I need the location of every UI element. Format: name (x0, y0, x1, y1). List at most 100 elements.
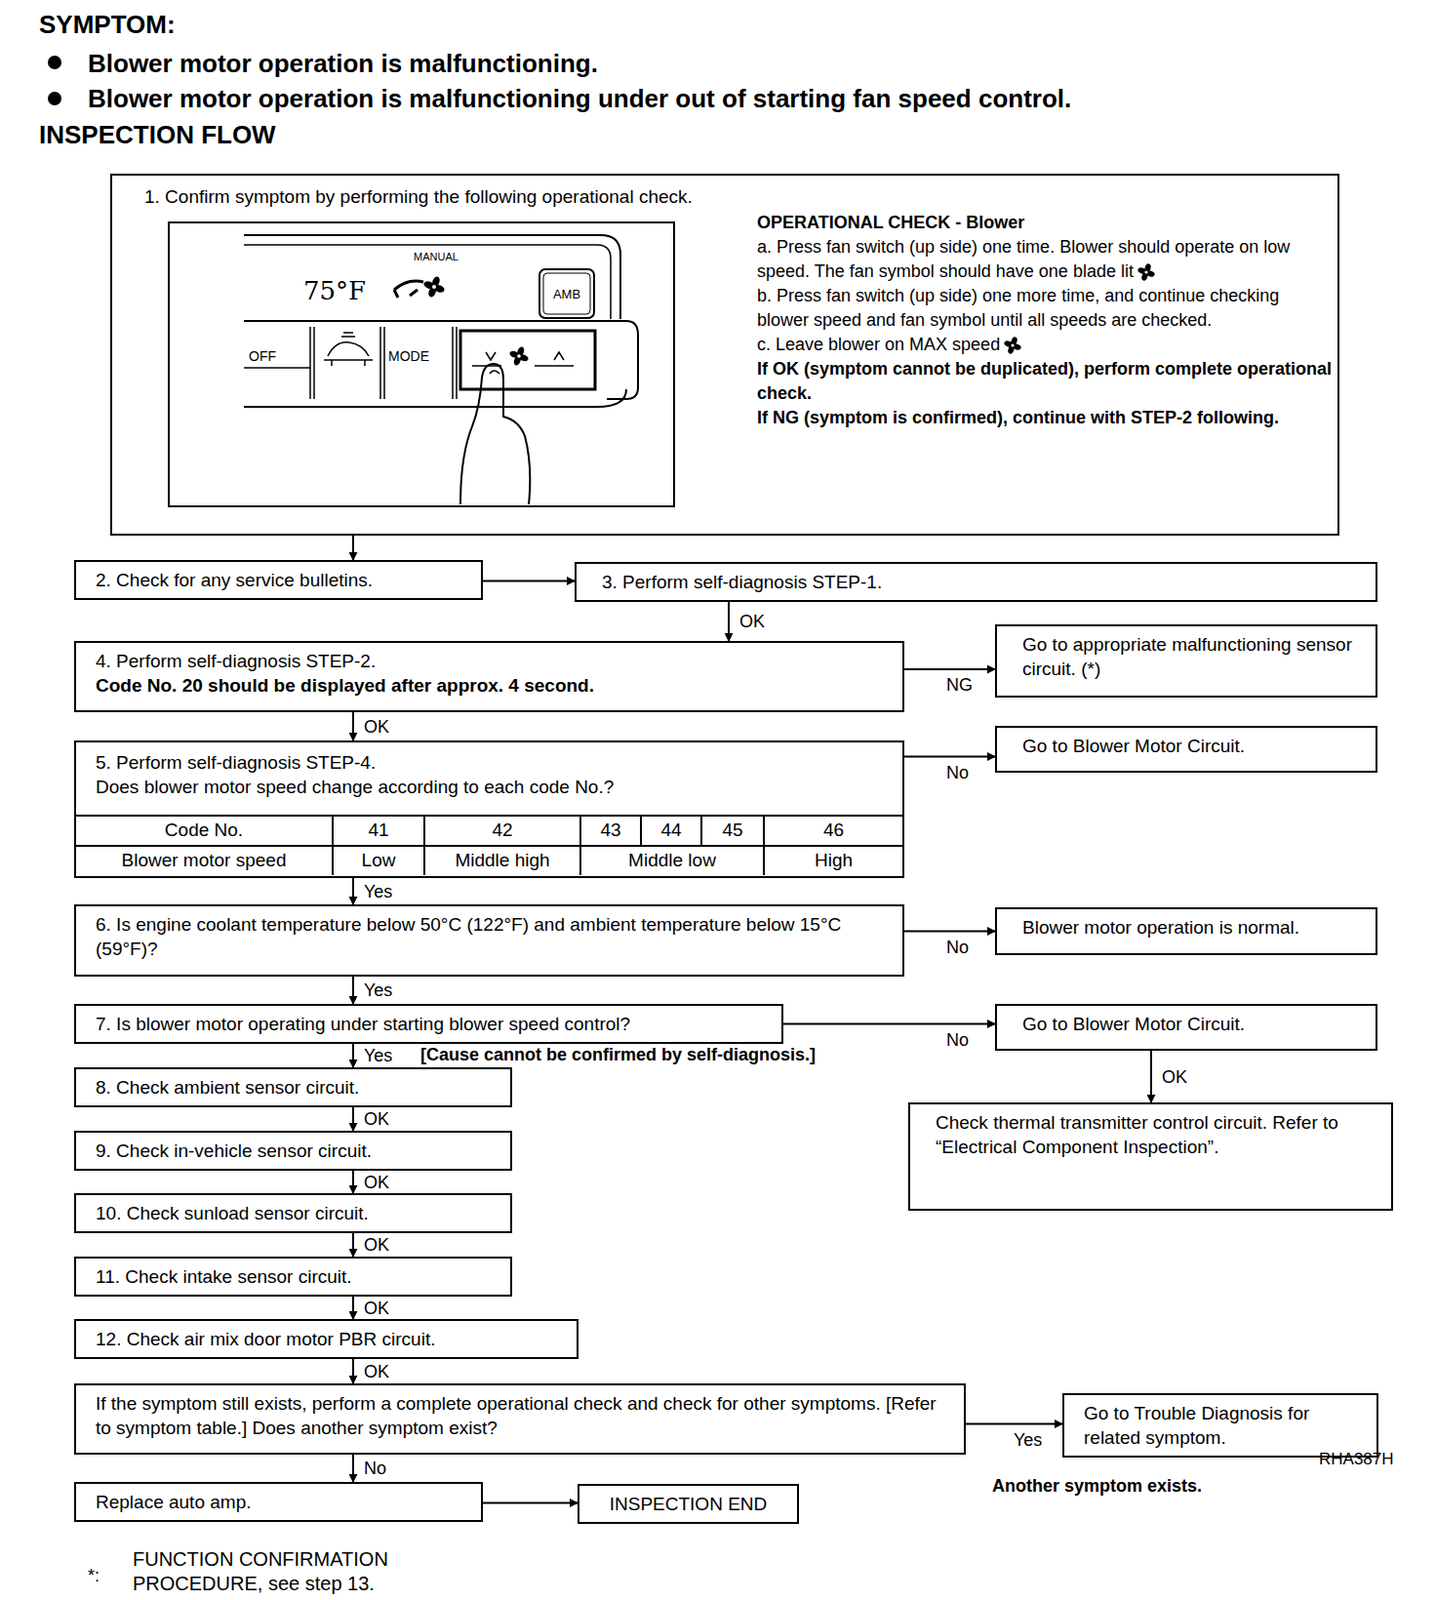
edge-label: OK (361, 1361, 392, 1382)
fan-symbol (1003, 336, 1022, 355)
flow-arrow (352, 877, 355, 905)
step-text: 3. Perform self-diagnosis STEP-1. (601, 569, 1357, 595)
edge-label: NG (944, 675, 975, 695)
instruction-heading: OPERATIONAL CHECK - Blower (757, 212, 1025, 233)
button-divider (310, 326, 457, 399)
fingernail (489, 370, 500, 374)
section-heading: INSPECTION FLOW (39, 119, 277, 150)
display-text: 75°F (303, 276, 366, 306)
instruction-heading: If OK (symptom cannot be duplicated), pe… (757, 359, 1332, 403)
display-text: MANUAL (413, 250, 459, 264)
control-panel-illustration (167, 221, 676, 508)
note: [Cause cannot be confirmed by self-diagn… (420, 1043, 816, 1066)
fan-symbol (509, 346, 530, 367)
instruction-line: OPERATIONAL CHECK - Blower (757, 210, 1333, 236)
indicator-lamp (341, 332, 356, 337)
fan-switch (460, 330, 596, 390)
fan-symbol (422, 275, 445, 298)
edge-label: No (944, 937, 971, 958)
flow-arrow (352, 535, 355, 560)
process-box: 9. Check in-vehicle sensor circuit. (74, 1130, 513, 1171)
process-box: Go to Blower Motor Circuit. (995, 1003, 1378, 1051)
process-box: 11. Check intake sensor circuit. (74, 1256, 513, 1297)
table-text: 45 (721, 819, 743, 840)
fan-hub (1144, 271, 1148, 275)
table-text: High (814, 849, 853, 871)
fan-blade (509, 350, 521, 359)
step-text: 5. Perform self-diagnosis STEP-4. (95, 750, 883, 775)
button-row-frame (243, 320, 639, 399)
fan-blade (1137, 266, 1148, 275)
finger (460, 363, 530, 505)
table-text: 42 (491, 819, 513, 840)
footnote-mark: *: (87, 1564, 100, 1587)
flow-arrow (904, 668, 996, 671)
edge-label: Yes (361, 1045, 395, 1066)
process-box: Go to Blower Motor Circuit. (995, 725, 1378, 773)
instruction-text: c. Leave blower on MAX speed (757, 334, 1000, 355)
flow-arrow (352, 1296, 355, 1319)
step-text: Go to appropriate malfunctioning sensor … (1022, 632, 1357, 681)
note: Another symptom exists. (992, 1475, 1202, 1497)
table-cell: Blower motor speed (76, 844, 332, 876)
step-text: 10. Check sunload sensor circuit. (95, 1200, 491, 1226)
process-box: 10. Check sunload sensor circuit. (74, 1193, 513, 1234)
flow-arrow (965, 1423, 1063, 1426)
button-label: OFF (248, 348, 277, 364)
car-icon (323, 342, 373, 366)
flow-arrow (352, 1358, 355, 1384)
edge-label: No (361, 1458, 389, 1478)
check-panel-box: 1. Confirm symptom by performing the fol… (110, 173, 1340, 536)
table-cell: Code No. (76, 814, 332, 845)
table-cell: 41 (331, 814, 424, 845)
process-box: 3. Perform self-diagnosis STEP-1. (574, 561, 1378, 602)
process-box: INSPECTION END (577, 1483, 799, 1524)
table-cell: 42 (423, 814, 580, 845)
edge-label: Yes (1011, 1430, 1044, 1450)
flow-arrow (727, 601, 730, 641)
table-cell: 46 (762, 814, 903, 845)
process-box: 2. Check for any service bulletins. (74, 559, 483, 600)
button-label: MODE (388, 348, 430, 364)
flow-arrow (352, 1170, 355, 1194)
step-text: Code No. 20 should be displayed after ap… (95, 673, 883, 698)
flow-arrow (352, 1233, 355, 1257)
instruction-heading: If NG (symptom is confirmed), continue w… (757, 407, 1279, 428)
edge-label: No (944, 1030, 971, 1050)
edge-label: OK (361, 1235, 392, 1255)
bullet (47, 91, 62, 106)
instruction-text: a. Press fan switch (up side) one time. … (757, 237, 1290, 281)
up-chevron (554, 352, 564, 360)
step-text: 8. Check ambient sensor circuit. (95, 1075, 491, 1100)
step-text: Does blower motor speed change according… (95, 774, 883, 799)
step-text: Go to Trouble Diagnosis for related symp… (1083, 1400, 1357, 1450)
step-text: 12. Check air mix door motor PBR circuit… (95, 1326, 558, 1352)
step-text: 1. Confirm symptom by performing the fol… (144, 184, 693, 209)
table-cell: Low (331, 844, 424, 876)
table-text: Blower motor speed (121, 849, 287, 871)
flow-arrow (904, 930, 996, 933)
symptom-text: Blower motor operation is malfunctioning… (87, 48, 599, 79)
table-text: 44 (660, 819, 681, 840)
step-text: 4. Perform self-diagnosis STEP-2. (95, 648, 883, 674)
flow-arrow (904, 756, 996, 758)
table-cell: 43 (579, 814, 640, 845)
table-text: Middle high (454, 849, 550, 871)
heading: SYMPTOM: (39, 9, 176, 40)
instruction-column: OPERATIONAL CHECK - Blower a. Press fan s… (757, 210, 1333, 431)
flow-arrow (482, 580, 575, 583)
flow-arrow (352, 1043, 355, 1068)
symptom-text: Blower motor operation is malfunctioning… (87, 83, 1072, 114)
edge-label: OK (361, 1298, 392, 1318)
edge-label: Yes (361, 980, 395, 1000)
table-text: Low (361, 849, 397, 871)
fan-hub (432, 284, 437, 289)
instruction-line: If NG (symptom is confirmed), continue w… (757, 405, 1333, 431)
edge-label: Yes (361, 881, 395, 902)
process-box: 5. Perform self-diagnosis STEP-4.Does bl… (74, 740, 905, 878)
illustration-frame (168, 222, 675, 507)
flow-arrow (352, 1454, 355, 1482)
bullet (47, 55, 62, 70)
process-box: Check thermal transmitter control circui… (908, 1102, 1394, 1211)
step-text: Go to Blower Motor Circuit. (1022, 733, 1357, 758)
